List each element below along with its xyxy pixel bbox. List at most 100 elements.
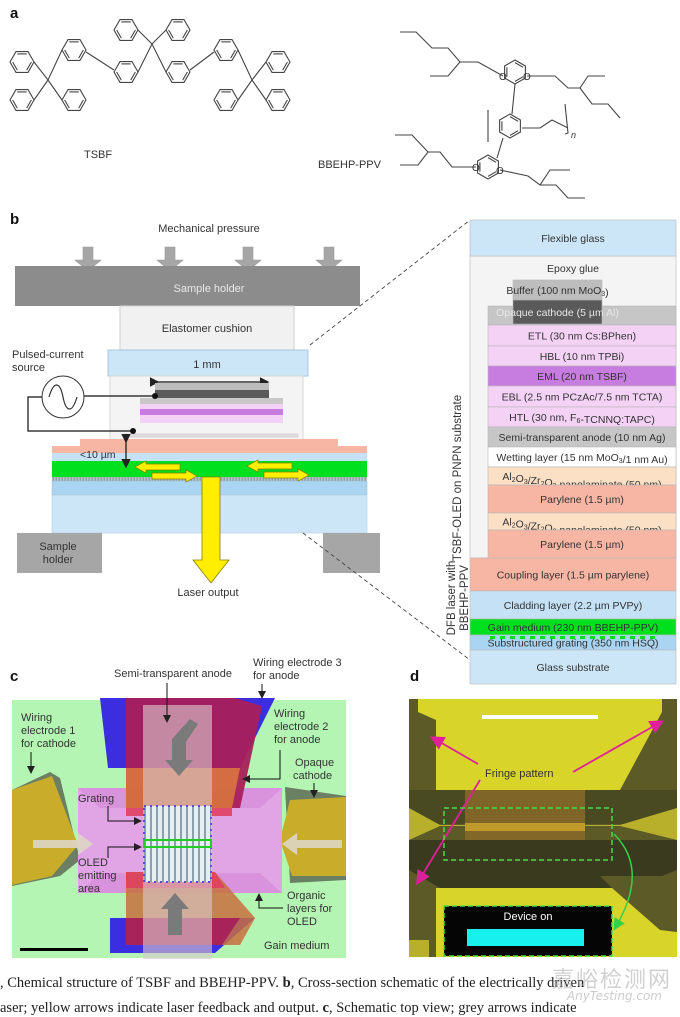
caption-ref-b: b bbox=[282, 975, 291, 991]
bbehp-ppv-name: BBEHP-PPV bbox=[318, 159, 382, 171]
organic-label-1: Organic bbox=[287, 890, 326, 902]
sample-holder-bottom-right bbox=[323, 533, 380, 573]
scale-1mm-label: 1 mm bbox=[193, 359, 221, 371]
dfb-group-label-2: BBEHP-PPV bbox=[459, 565, 471, 631]
stack-layer bbox=[469, 557, 677, 592]
semi-anode-label: Semi-transparent anode bbox=[114, 668, 232, 680]
pressure-arrow-icon bbox=[156, 246, 184, 272]
buffer-layer bbox=[155, 383, 269, 390]
panel-c-label: c bbox=[10, 668, 18, 685]
panel-b: b Mechanical pressure Sample holder Elas… bbox=[10, 211, 471, 661]
oled-area-label-2: emitting bbox=[78, 870, 117, 882]
organic-label-3: OLED bbox=[287, 916, 317, 928]
grating-label: Grating bbox=[78, 793, 114, 805]
wiring2-label-3: for anode bbox=[274, 734, 320, 746]
oxygen-atom-label: O bbox=[472, 163, 480, 174]
panel-c: c Semi-transparent anode bbox=[10, 657, 346, 959]
cladding-layer bbox=[52, 453, 367, 461]
wiring-electrode-1 bbox=[12, 776, 78, 885]
stack-layer-label: Gain medium (230 nm BBEHP-PPV) bbox=[488, 622, 658, 634]
mechanical-pressure-label: Mechanical pressure bbox=[158, 223, 260, 235]
sample-holder-bottom-label-1: Sample bbox=[39, 541, 76, 553]
device-on-label: Device on bbox=[504, 911, 553, 923]
etl-layer bbox=[140, 404, 283, 409]
benzene-ring bbox=[477, 154, 499, 180]
stack-layer-label: EBL (2.5 nm PCzAc/7.5 nm TCTA) bbox=[502, 392, 663, 404]
grating-teeth bbox=[490, 635, 656, 640]
benzene-ring bbox=[61, 89, 87, 111]
fringe-arrow bbox=[572, 720, 665, 773]
lower-dark bbox=[409, 840, 677, 888]
panel-b-label: b bbox=[10, 211, 19, 228]
repeat-unit-n: n bbox=[571, 130, 576, 140]
benzene-ring bbox=[499, 113, 521, 139]
wiring1-label-3: for cathode bbox=[21, 738, 76, 750]
pulsed-source-label-2: source bbox=[12, 362, 45, 374]
stack-layer-label: EML (20 nm TSBF) bbox=[537, 371, 627, 383]
grating bbox=[144, 806, 211, 882]
stack-layer bbox=[487, 484, 677, 514]
sample-holder-bottom-left bbox=[17, 533, 102, 573]
wiring3-label-2: for anode bbox=[253, 670, 299, 682]
benzene-ring bbox=[113, 19, 139, 41]
center-strip-light bbox=[465, 823, 585, 831]
grey-left-arrow-icon bbox=[282, 833, 342, 855]
stack-layer-label: Parylene (1.5 µm) bbox=[540, 539, 624, 551]
stack-layer bbox=[487, 529, 677, 559]
sine-wave-icon bbox=[48, 384, 78, 410]
elastomer-cushion-label: Elastomer cushion bbox=[162, 323, 253, 335]
caption-text: aser; yellow arrows indicate laser feedb… bbox=[0, 1000, 323, 1016]
sample-holder-top-label: Sample holder bbox=[174, 283, 245, 295]
laser-output-label: Laser output bbox=[177, 587, 238, 599]
fringe-arrow bbox=[429, 736, 479, 765]
anode-layer bbox=[123, 433, 299, 438]
stack-layer-label: Parylene (1.5 µm) bbox=[540, 494, 624, 506]
stack-layer bbox=[512, 299, 603, 325]
pulsed-source-label-1: Pulsed-current bbox=[12, 349, 84, 361]
right-arrow-icon bbox=[263, 468, 310, 482]
eml-layer bbox=[140, 409, 283, 415]
panel-a-label: a bbox=[10, 5, 19, 22]
stack-layer-label: Opaque cathode (5 µm Al) bbox=[496, 307, 619, 319]
zoom-region-box bbox=[443, 807, 613, 861]
grey-right-arrow-icon bbox=[33, 833, 93, 855]
emission-stripe bbox=[467, 929, 584, 946]
label-arrow bbox=[255, 893, 283, 909]
benzene-ring bbox=[213, 39, 239, 61]
top-pad bbox=[418, 699, 662, 790]
wiring2-label-1: Wiring bbox=[274, 708, 305, 720]
panel-d-label: d bbox=[410, 668, 419, 685]
benzene-ring bbox=[265, 89, 291, 111]
stack-layer-label: Buffer (100 nm MoO3) bbox=[506, 285, 608, 299]
oled-emitting-area bbox=[143, 839, 212, 848]
wire bbox=[27, 396, 133, 432]
sample-holder-top bbox=[15, 266, 360, 306]
stack-layer bbox=[469, 219, 677, 257]
stack-layer-label: Cladding layer (2.2 µm PVPy) bbox=[504, 600, 643, 612]
inset-arrow bbox=[613, 833, 633, 931]
stack-layer-label: HTL (30 nm, F6-TCNNQ:TAPC) bbox=[509, 412, 655, 426]
laser-feedback-arrows bbox=[134, 459, 310, 483]
benzene-ring bbox=[9, 89, 35, 111]
label-arrow bbox=[242, 750, 281, 783]
stack-layer-label: Wetting layer (15 nm MoO3/1 nm Au) bbox=[496, 452, 667, 466]
grey-down-arrow-icon bbox=[165, 719, 198, 776]
zoom-line-top bbox=[309, 219, 471, 346]
watermark-cn: 嘉峪检测网 bbox=[551, 968, 672, 993]
organic-label-2: layers for bbox=[287, 903, 333, 915]
caption-line-2: aser; yellow arrows indicate laser feedb… bbox=[0, 1000, 680, 1017]
tsbf-structure bbox=[9, 19, 291, 111]
pressure-arrow-icon bbox=[315, 246, 343, 272]
stack-layer-label: Flexible glass bbox=[541, 233, 605, 245]
oxygen-atom-label: O bbox=[523, 72, 531, 83]
caption-line-1: , Chemical structure of TSBF and BBEHP-P… bbox=[0, 975, 680, 992]
benzene-ring bbox=[265, 51, 291, 73]
gap-label: <10 µm bbox=[80, 449, 116, 461]
stack-layer-label: Epoxy glue bbox=[547, 263, 599, 275]
benzene-ring bbox=[113, 61, 139, 83]
oled-group-label: TSBF-OLED on PNPN substrate bbox=[452, 395, 464, 561]
stack-layer-label: ETL (30 nm Cs:BPhen) bbox=[528, 331, 636, 343]
